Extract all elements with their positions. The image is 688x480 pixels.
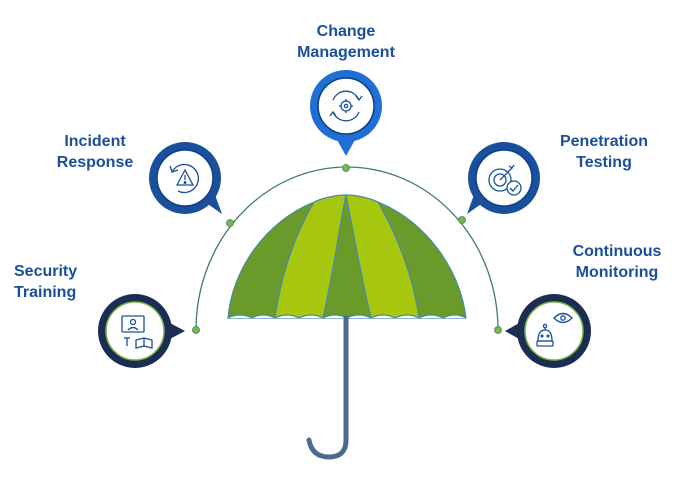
alert-triangle-cycle-icon (169, 163, 199, 194)
dot-pentest (458, 216, 466, 224)
label-security-training: Security Training (14, 261, 104, 303)
node-security-training (98, 294, 185, 368)
presenter-book-icon (121, 315, 153, 349)
label-line: Continuous (572, 243, 662, 260)
label-line: Testing (576, 154, 632, 171)
node-change-management (310, 70, 382, 156)
dot-training (192, 326, 200, 334)
label-incident-response: Incident Response (42, 131, 148, 173)
label-line: Management (297, 44, 395, 61)
arc-dots (192, 164, 502, 334)
label-continuous-monitoring: Continuous Monitoring (560, 241, 674, 283)
label-line: Security (14, 263, 78, 280)
label-change-management: Change Management (283, 21, 409, 63)
node-continuous-monitoring (505, 294, 591, 368)
label-line: Training (14, 284, 77, 301)
dot-incident (226, 219, 234, 227)
label-penetration-testing: Penetration Testing (544, 131, 664, 173)
umbrella-handle (306, 315, 349, 460)
dot-monitoring (494, 326, 502, 334)
label-line: Penetration (559, 133, 648, 150)
label-line: Monitoring (575, 264, 659, 281)
node-incident-response (149, 142, 222, 214)
target-check-icon (488, 164, 522, 196)
umbrella-canopy (227, 194, 467, 319)
dot-change (342, 164, 350, 172)
canopy-panel-5 (376, 200, 467, 319)
eye-robot-icon (536, 312, 573, 347)
gear-cycle-icon (329, 90, 363, 122)
label-line: Change (316, 23, 376, 40)
label-line: Incident (64, 133, 126, 150)
node-penetration-testing (467, 142, 540, 214)
label-line: Response (56, 154, 134, 171)
